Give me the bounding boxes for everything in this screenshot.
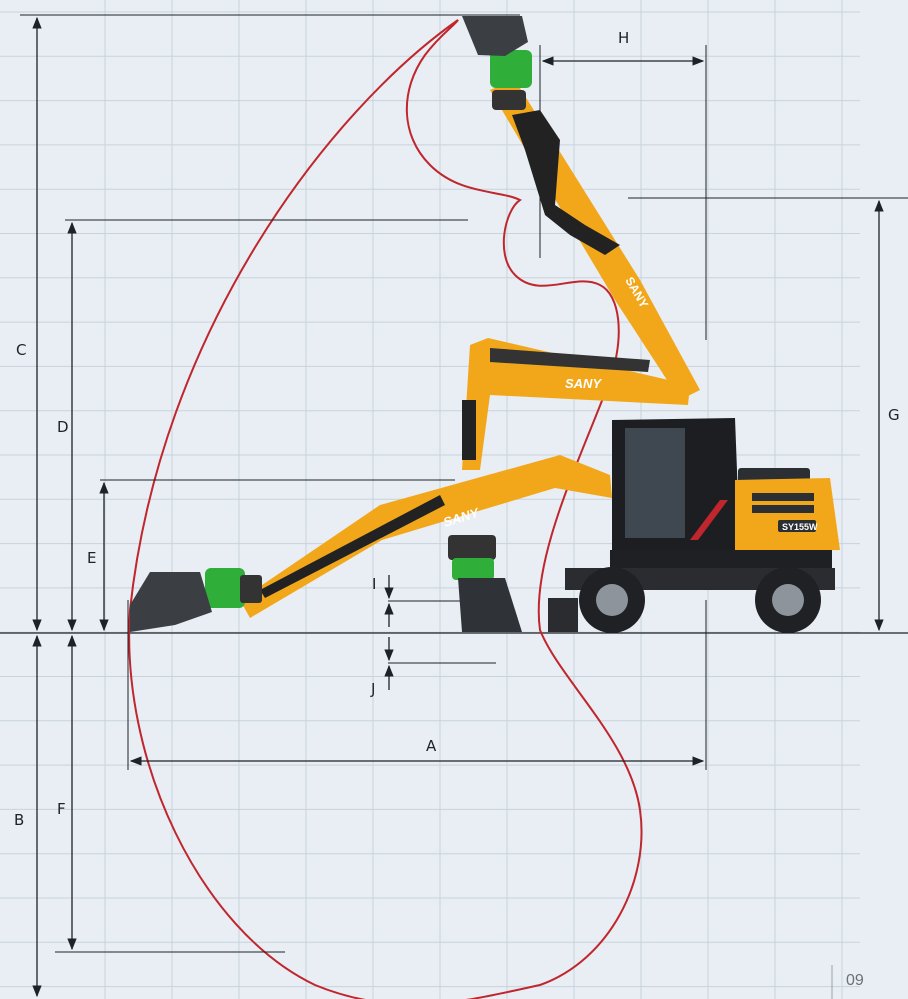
label-d: D [57,418,69,436]
brand-text-middle: SANY [565,376,602,391]
working-range-envelope [128,19,643,999]
boom-raised [462,16,700,400]
excavator-illustration: SANY SANY SANY SY155W [130,16,840,633]
label-e: E [87,549,96,567]
page-number: 09 [846,972,864,989]
label-b: B [14,811,24,829]
label-j: J [370,680,375,698]
dimension-arrows [32,16,884,998]
label-a: A [426,737,437,755]
label-f: F [57,800,66,818]
boom-lowered [130,455,612,632]
machine-body [548,418,840,633]
label-i: I [372,575,376,593]
label-h: H [618,29,629,47]
label-g: G [888,406,900,424]
boom-middle [448,338,690,632]
model-text: SY155W [782,522,818,532]
label-c: C [16,341,26,359]
